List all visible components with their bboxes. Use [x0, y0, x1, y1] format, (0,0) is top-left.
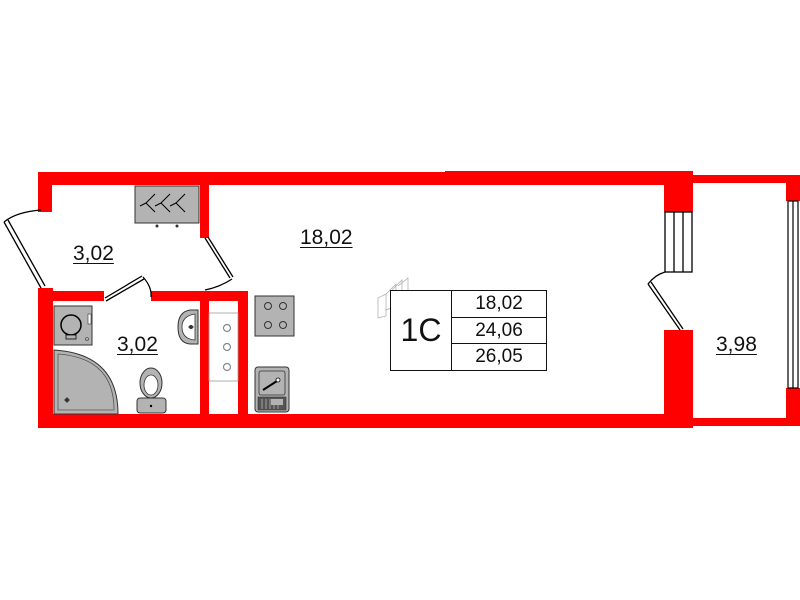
total-area-with-balcony: 26,05	[475, 346, 523, 368]
balcony-window	[787, 200, 799, 389]
room-door	[204, 236, 234, 291]
room-area-hallway: 3,02	[73, 242, 114, 265]
apartment-info-box: 1С 18,02 24,06 26,05	[390, 290, 547, 371]
stove-icon	[254, 295, 295, 337]
kitchen-cabinet-icon	[208, 301, 239, 382]
bathroom-sink-icon	[177, 309, 199, 345]
living-area: 18,02	[452, 291, 546, 318]
shower-icon	[53, 349, 119, 415]
room-area-bathroom: 3,02	[117, 333, 158, 356]
balcony-door	[647, 211, 693, 331]
area-values: 18,02 24,06 26,05	[452, 291, 546, 370]
wardrobe-icon	[134, 185, 200, 228]
washing-machine-icon	[53, 305, 93, 346]
room-area-balcony: 3,98	[716, 333, 757, 356]
apartment-type: 1С	[391, 291, 452, 370]
room-area-main: 18,02	[300, 226, 353, 249]
kitchen-sink-icon	[254, 366, 290, 413]
entrance-door	[3, 209, 46, 289]
bathroom-door	[104, 275, 152, 302]
toilet-icon	[136, 367, 167, 414]
total-area: 24,06	[452, 318, 546, 345]
walls	[38, 171, 800, 428]
